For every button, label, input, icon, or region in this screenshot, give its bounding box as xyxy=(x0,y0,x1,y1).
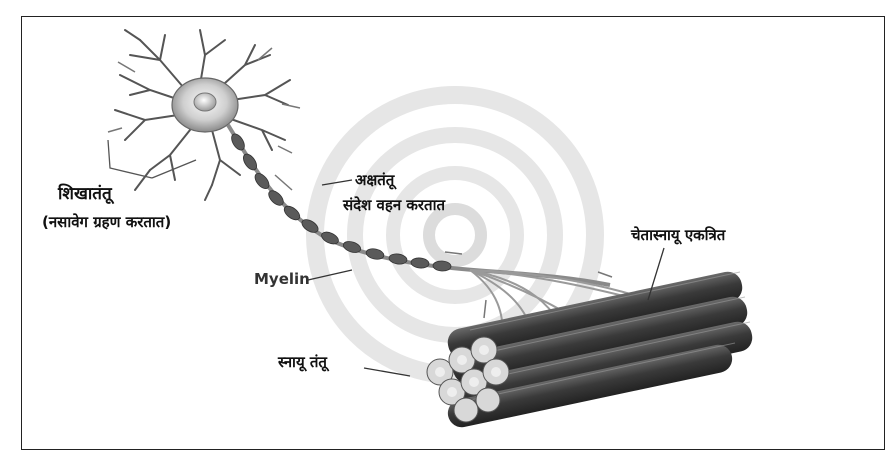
myelin-label: Myelin xyxy=(254,272,310,287)
axon-function-label: संदेश वहन करतात xyxy=(343,198,445,213)
dendrites-label: शिखातंतू xyxy=(58,186,112,203)
muscle-fibres-label: स्नायू तंतू xyxy=(278,355,327,370)
nucleus xyxy=(194,93,216,111)
axon-label: अक्षतंतू xyxy=(355,173,394,188)
dendrite-bracket xyxy=(108,140,196,178)
dendrites-function-label: (नसावेग ग्रहण करतात) xyxy=(42,215,171,230)
nerve-endings-label: चेतास्नायू एकत्रित xyxy=(631,228,725,243)
